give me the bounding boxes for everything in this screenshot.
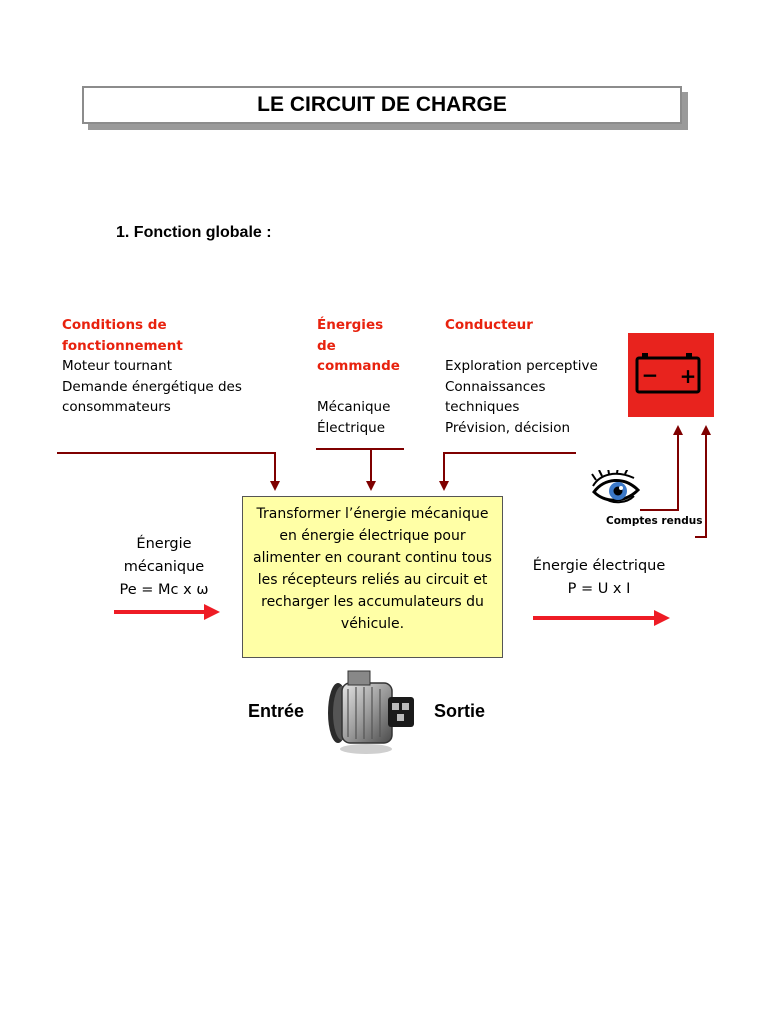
output-energy-line-1: Énergie électrique [510,555,688,578]
sortie-label: Sortie [434,701,485,722]
input-arrow-head [204,604,220,620]
feedback-label: Comptes rendus [606,515,702,527]
input-energy-formula: Pe = Mc x ω [104,579,224,602]
output-energy-label: Énergie électrique P = U x I [510,555,688,601]
alternator-image [318,667,422,759]
conditions-connector [57,453,275,486]
function-box: Transformer l’énergie mécanique en énerg… [242,496,503,658]
input-energy-line-1: Énergie [104,533,224,556]
input-energy-line-2: mécanique [104,556,224,579]
input-energy-label: Énergie mécanique Pe = Mc x ω [104,533,224,602]
eye-icon [590,470,646,518]
output-energy-formula: P = U x I [510,578,688,601]
entree-label: Entrée [248,701,304,722]
conducteur-connector [444,453,576,486]
output-arrow-head [654,610,670,626]
